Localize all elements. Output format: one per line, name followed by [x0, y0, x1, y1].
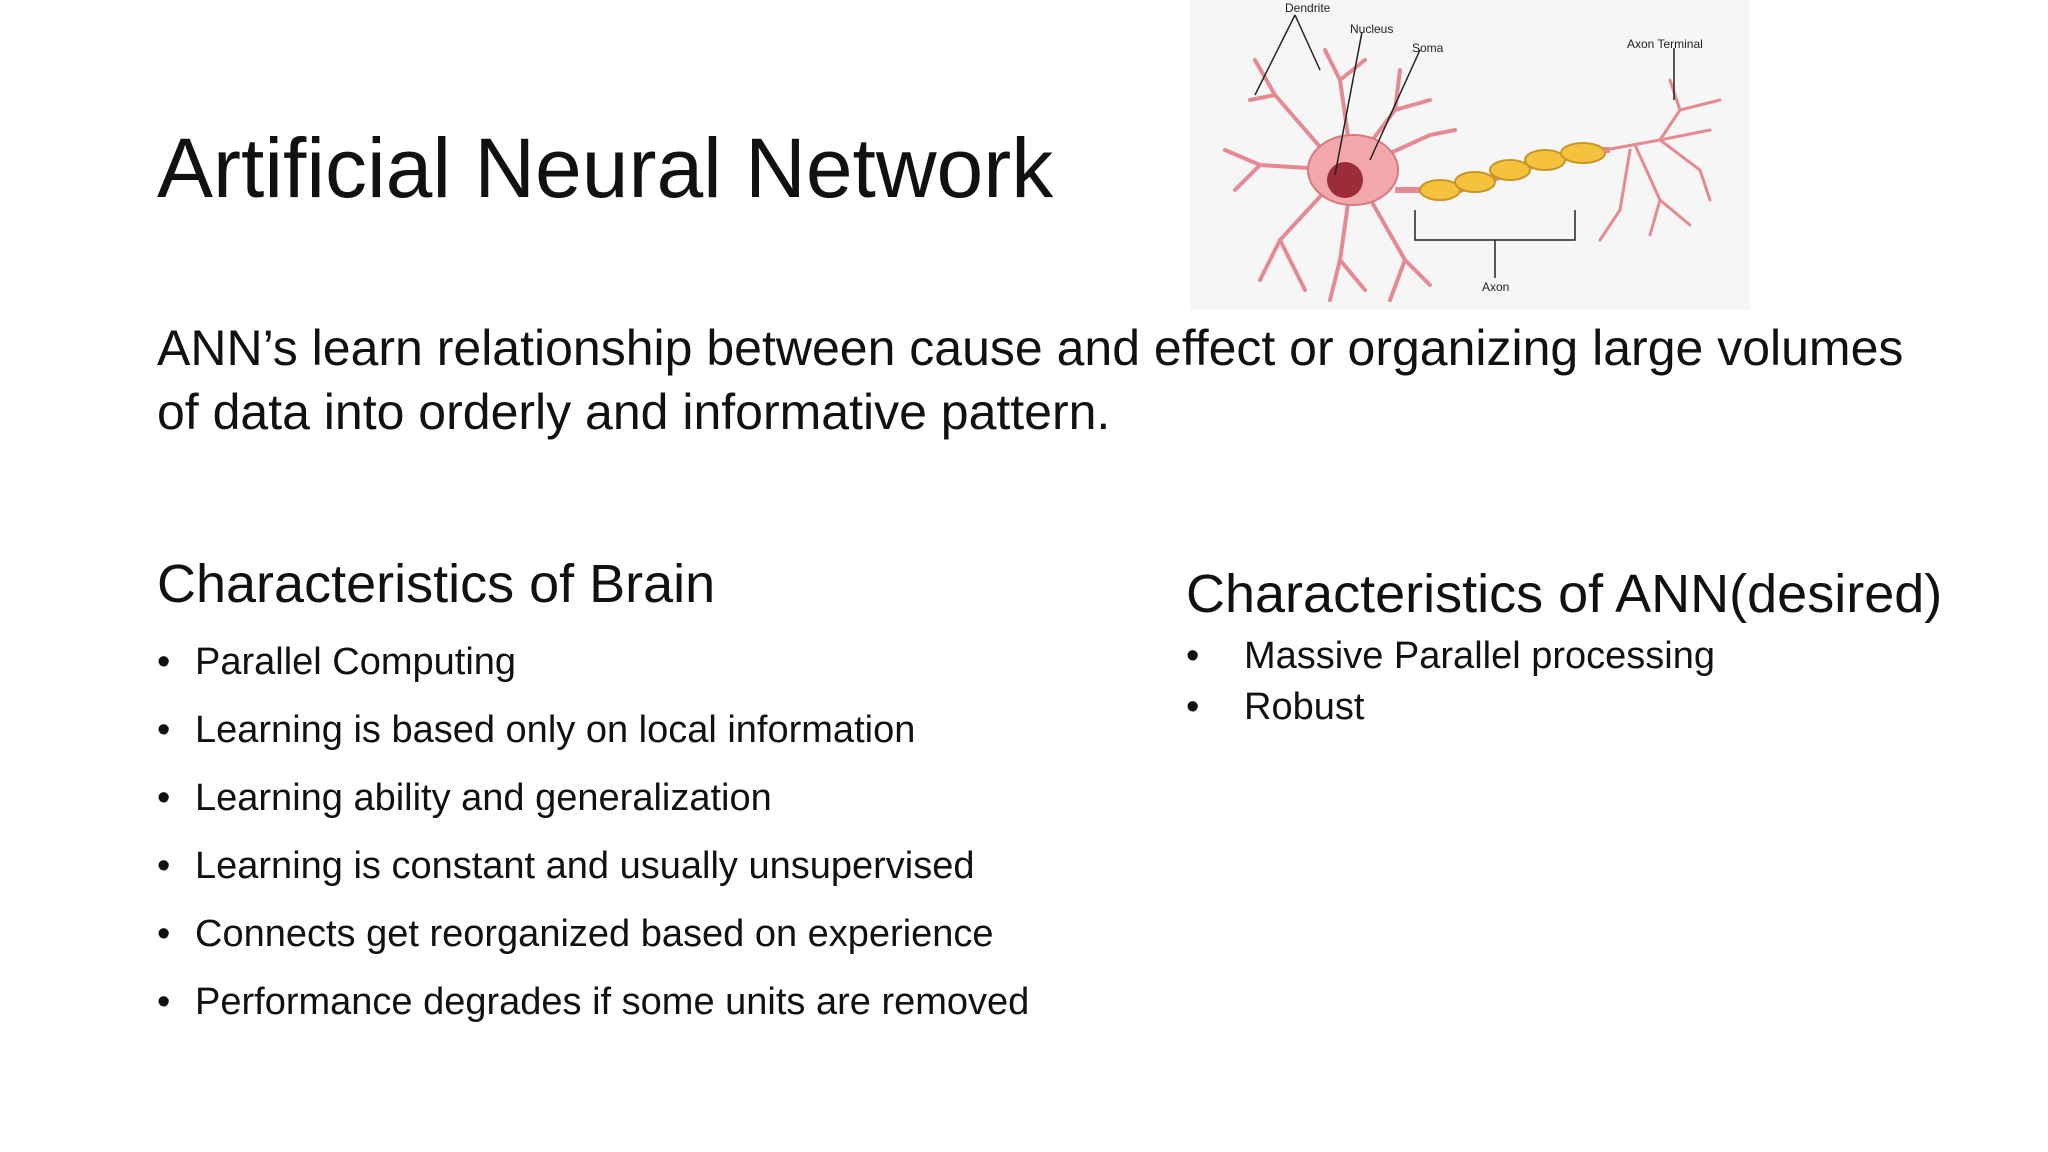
list-item: •Learning is constant and usually unsupe…	[157, 841, 1029, 909]
brain-list: •Parallel Computing •Learning is based o…	[157, 637, 1029, 1045]
label-axon-terminal: Axon Terminal	[1627, 37, 1703, 51]
bullet-icon: •	[157, 913, 171, 955]
bullet-icon: •	[1186, 686, 1200, 728]
slide-title: Artificial Neural Network	[157, 121, 1054, 215]
bullet-icon: •	[157, 641, 171, 683]
label-dendrite: Dendrite	[1285, 1, 1331, 15]
list-item: •Robust	[1186, 683, 1715, 734]
ann-list: •Massive Parallel processing •Robust	[1186, 632, 1715, 734]
label-nucleus: Nucleus	[1350, 22, 1393, 36]
list-item: •Massive Parallel processing	[1186, 632, 1715, 683]
bullet-icon: •	[1186, 635, 1200, 677]
bullet-icon: •	[157, 981, 171, 1023]
list-item: •Learning ability and generalization	[157, 773, 1029, 841]
bullet-icon: •	[157, 777, 171, 819]
list-item: •Learning is based only on local informa…	[157, 705, 1029, 773]
label-leader-lines	[1254, 14, 1675, 278]
intro-text: ANN’s learn relationship between cause a…	[157, 320, 1904, 440]
bullet-icon: •	[157, 845, 171, 887]
label-axon: Axon	[1482, 280, 1509, 294]
nucleus-shape	[1327, 162, 1363, 198]
bullet-icon: •	[157, 709, 171, 751]
list-item: •Performance degrades if some units are …	[157, 977, 1029, 1045]
neuron-diagram-image: Dendrite Nucleus Soma Axon Terminal Axon	[1190, 0, 1750, 310]
brain-heading: Characteristics of Brain	[157, 554, 716, 614]
list-item: •Parallel Computing	[157, 637, 1029, 705]
myelin-sheath	[1419, 142, 1606, 201]
list-item: •Connects get reorganized based on exper…	[157, 909, 1029, 977]
label-soma: Soma	[1412, 41, 1444, 55]
ann-heading: Characteristics of ANN(desired)	[1186, 564, 1943, 624]
axon-terminals	[1598, 78, 1722, 242]
